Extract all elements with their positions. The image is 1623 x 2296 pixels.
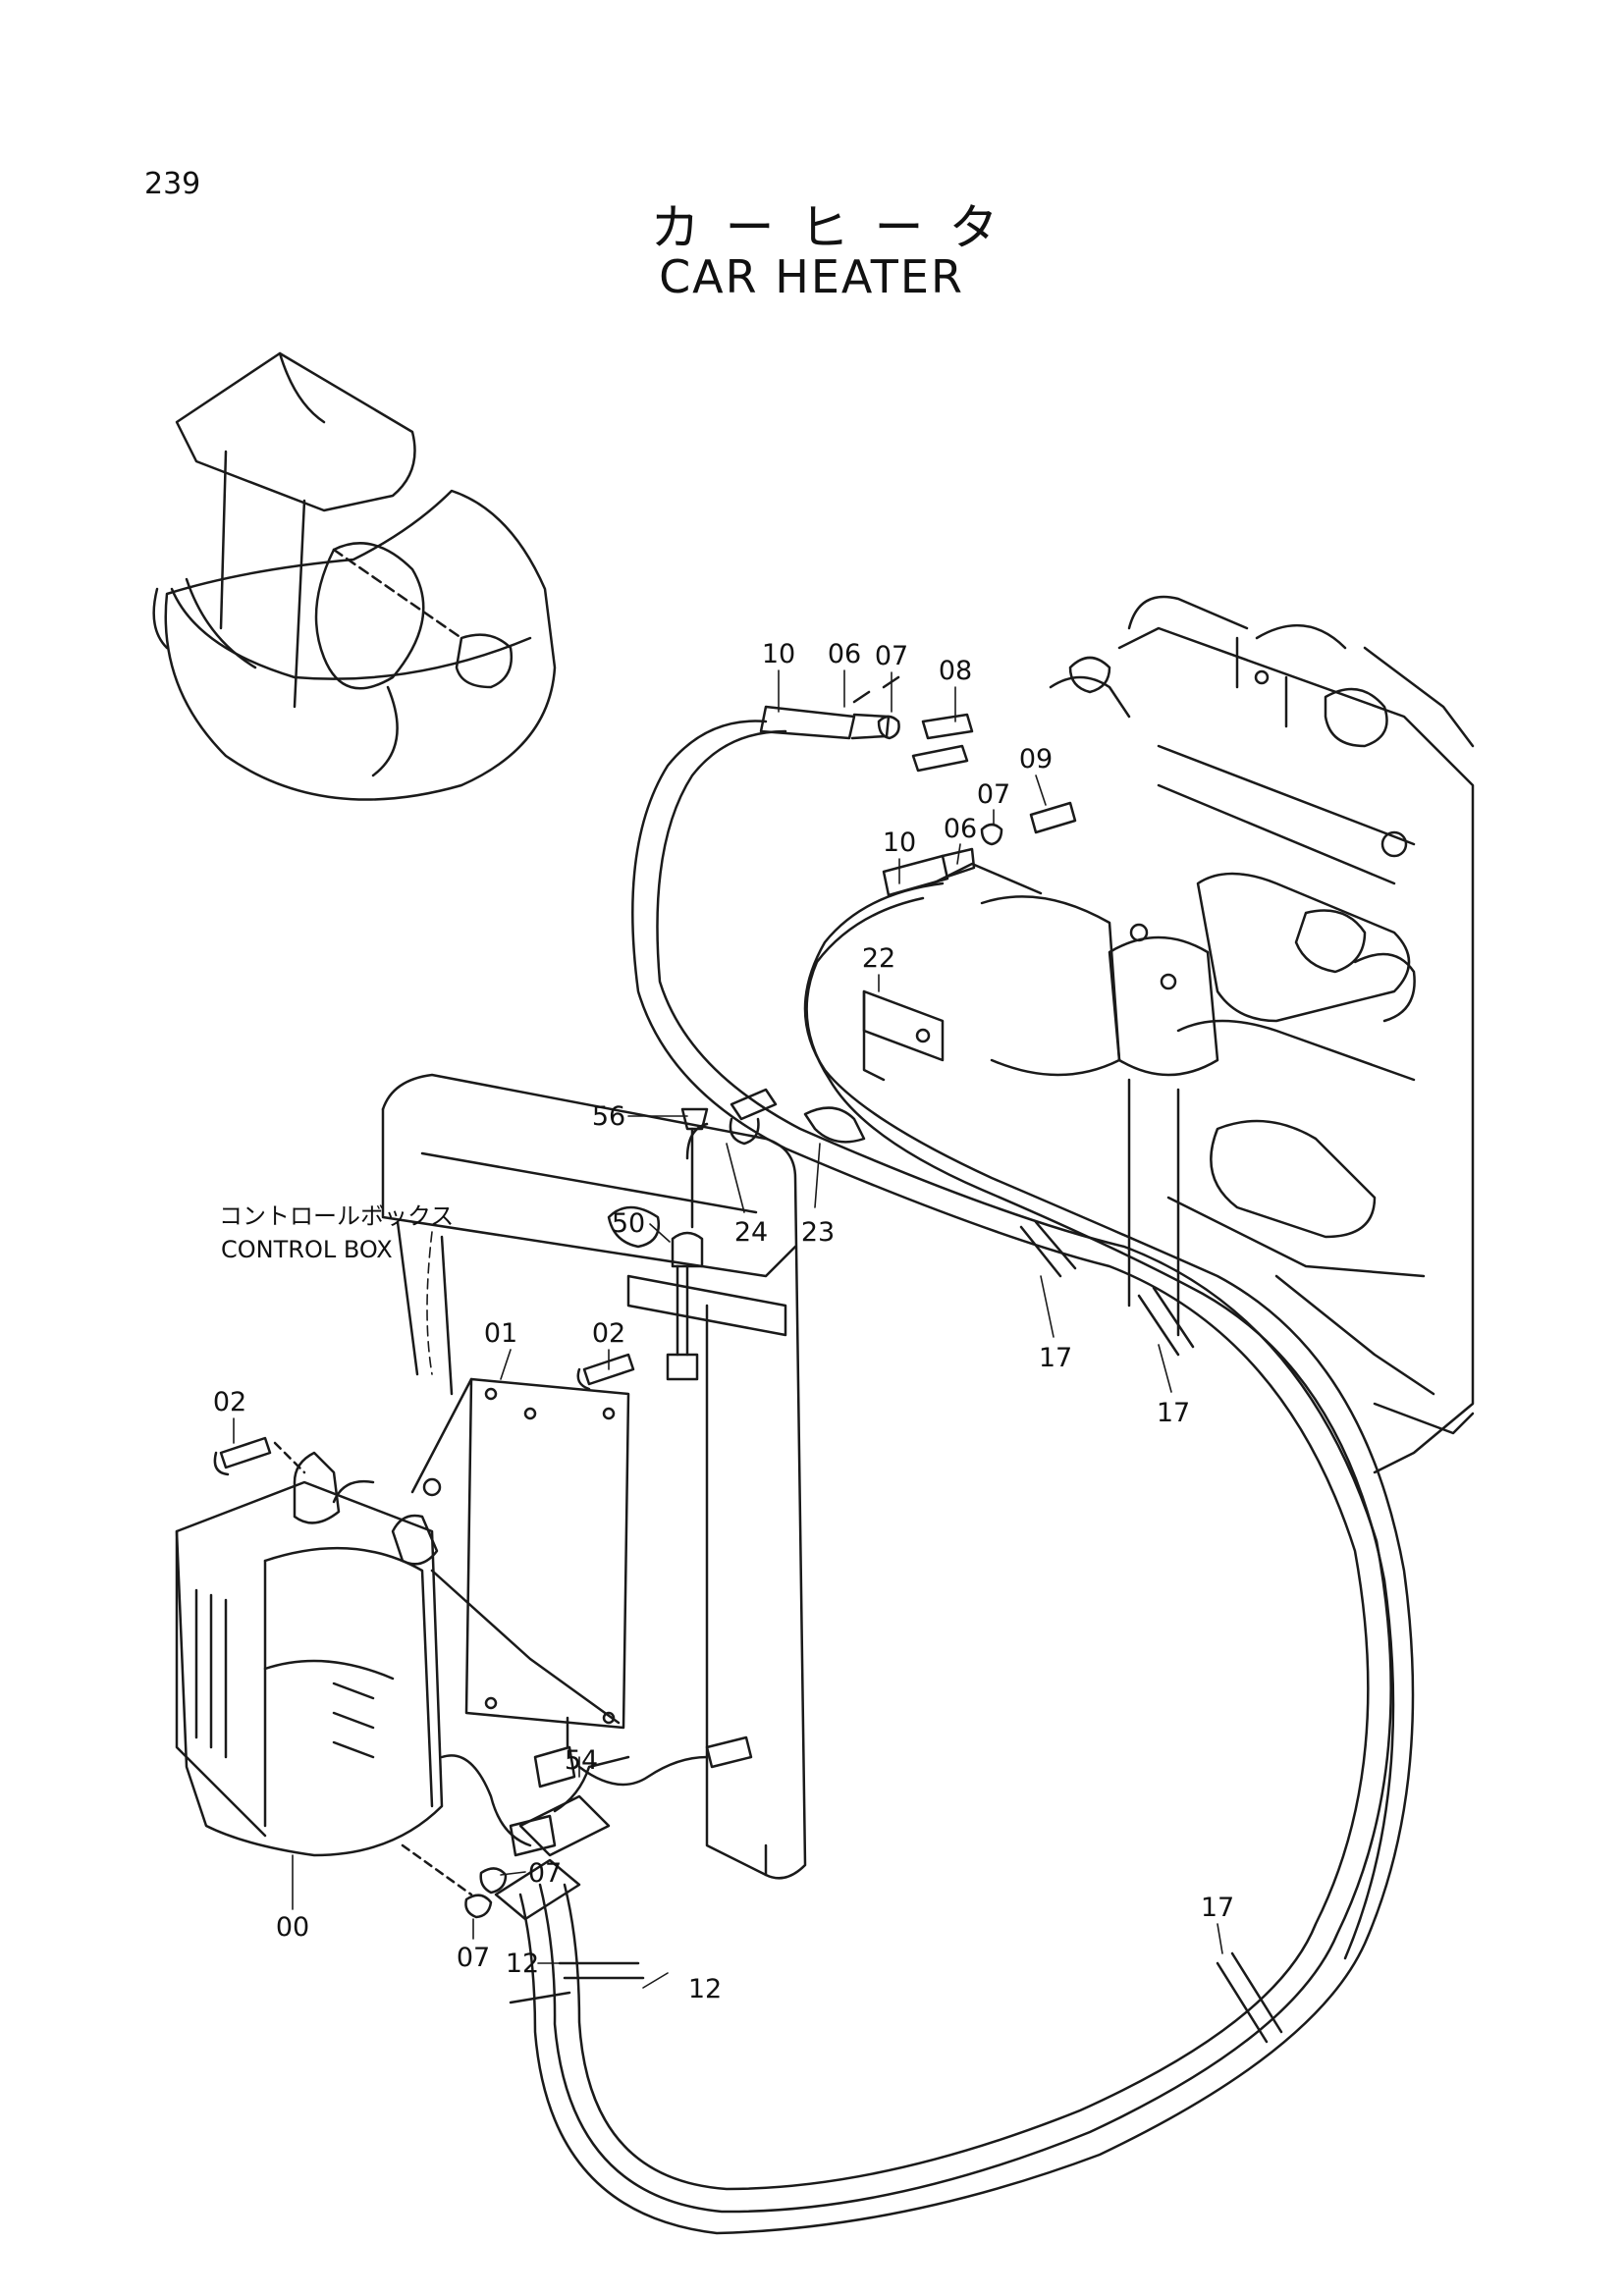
callout-17: 17	[1201, 1893, 1234, 1923]
callout-56: 56	[592, 1101, 625, 1132]
callout-00: 00	[276, 1912, 309, 1943]
callout-08: 08	[939, 656, 972, 686]
callout-leader-lines	[233, 669, 1223, 1989]
callout-07: 07	[977, 779, 1010, 810]
title-english: CAR HEATER	[659, 250, 964, 303]
heater-hose-clamps	[401, 1843, 508, 1919]
mounting-bolts	[213, 1353, 635, 1476]
callout-23: 23	[801, 1217, 835, 1248]
wire-harness	[533, 1716, 753, 1813]
callout-07: 07	[528, 1858, 562, 1889]
control-box-label-jp: コントロールボックス	[219, 1202, 454, 1230]
callout-17: 17	[1157, 1398, 1190, 1428]
callout-12: 12	[688, 1974, 722, 2004]
callout-07: 07	[457, 1943, 490, 1973]
control-box-label-en: CONTROL BOX	[221, 1236, 393, 1263]
callout-50: 50	[612, 1208, 645, 1239]
engine-fittings	[852, 675, 1077, 846]
callout-02: 02	[592, 1318, 625, 1349]
title-japanese: カーヒータ	[650, 199, 1024, 256]
page-number: 239	[144, 167, 201, 201]
callout-17: 17	[1039, 1343, 1072, 1373]
heater-unit	[175, 1451, 557, 1857]
cover-plate	[410, 1377, 630, 1730]
callout-07: 07	[875, 641, 908, 671]
control-panel-housing	[381, 1073, 807, 1880]
callout-12: 12	[506, 1949, 539, 1979]
callout-10: 10	[883, 828, 916, 858]
callout-06: 06	[944, 814, 977, 844]
heater-hose-assembly	[494, 705, 1415, 2235]
cab-overview-illustration	[152, 351, 557, 801]
engine-illustration	[931, 595, 1475, 1474]
callout-01: 01	[484, 1318, 517, 1349]
callout-02: 02	[213, 1387, 246, 1417]
callout-24: 24	[734, 1217, 768, 1248]
hose-bracket	[729, 989, 945, 1146]
callout-06: 06	[828, 639, 861, 669]
callout-labels: 10 06 07 08 09 07 10 06 22 56 50 24 23 1…	[213, 639, 1234, 2004]
temperature-sensor	[666, 1107, 709, 1381]
callout-10: 10	[762, 639, 795, 669]
callout-09: 09	[1019, 744, 1053, 774]
callout-54: 54	[565, 1745, 598, 1776]
callout-22: 22	[862, 943, 895, 974]
